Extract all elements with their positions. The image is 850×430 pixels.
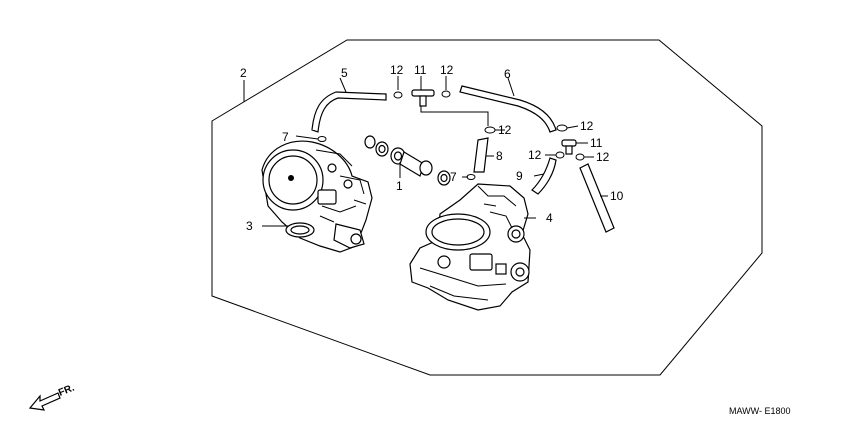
callout-1: 1 xyxy=(396,179,403,193)
leader-lines xyxy=(243,76,608,227)
callout-12-f: 12 xyxy=(596,150,610,164)
callout-11-b: 11 xyxy=(590,136,603,150)
callout-2: 2 xyxy=(240,66,247,80)
joint-pipe-set xyxy=(364,135,451,186)
drawing-code: MAWW- E1800 xyxy=(729,406,791,416)
arrow-down-left-icon xyxy=(28,392,61,411)
callout-6: 6 xyxy=(504,67,511,81)
callout-labels: 2 5 7 3 1 12 11 12 6 12 8 7 4 12 11 12 1… xyxy=(240,63,624,233)
callout-4: 4 xyxy=(546,211,553,225)
carburetor-rear xyxy=(409,183,531,311)
hose-6 xyxy=(459,85,557,133)
callout-11-a: 11 xyxy=(414,63,427,77)
hose-8 xyxy=(473,137,489,173)
carburetor-front xyxy=(261,140,373,253)
callout-12-e: 12 xyxy=(528,148,542,162)
clip-7-left xyxy=(317,136,327,142)
callout-12-c: 12 xyxy=(498,123,512,137)
callout-12-d: 12 xyxy=(580,119,594,133)
callout-12-b: 12 xyxy=(440,63,454,77)
tee-joint-right xyxy=(561,139,577,155)
callout-7-left: 7 xyxy=(282,130,289,144)
callout-12-a: 12 xyxy=(390,63,404,77)
front-direction-label: FR. xyxy=(57,382,76,398)
callout-9: 9 xyxy=(516,169,523,183)
callout-7-right: 7 xyxy=(450,170,457,184)
hose-5 xyxy=(311,91,387,133)
clip-7-right xyxy=(466,174,476,180)
callout-3: 3 xyxy=(246,219,253,233)
assembly-boundary xyxy=(211,39,763,376)
front-direction-indicator: FR. xyxy=(28,382,76,411)
callout-8: 8 xyxy=(496,149,503,163)
hose-10 xyxy=(579,163,615,233)
callout-5: 5 xyxy=(341,66,348,80)
hose-9 xyxy=(531,157,557,195)
tee-joint-top xyxy=(411,89,435,107)
callout-10: 10 xyxy=(610,189,624,203)
